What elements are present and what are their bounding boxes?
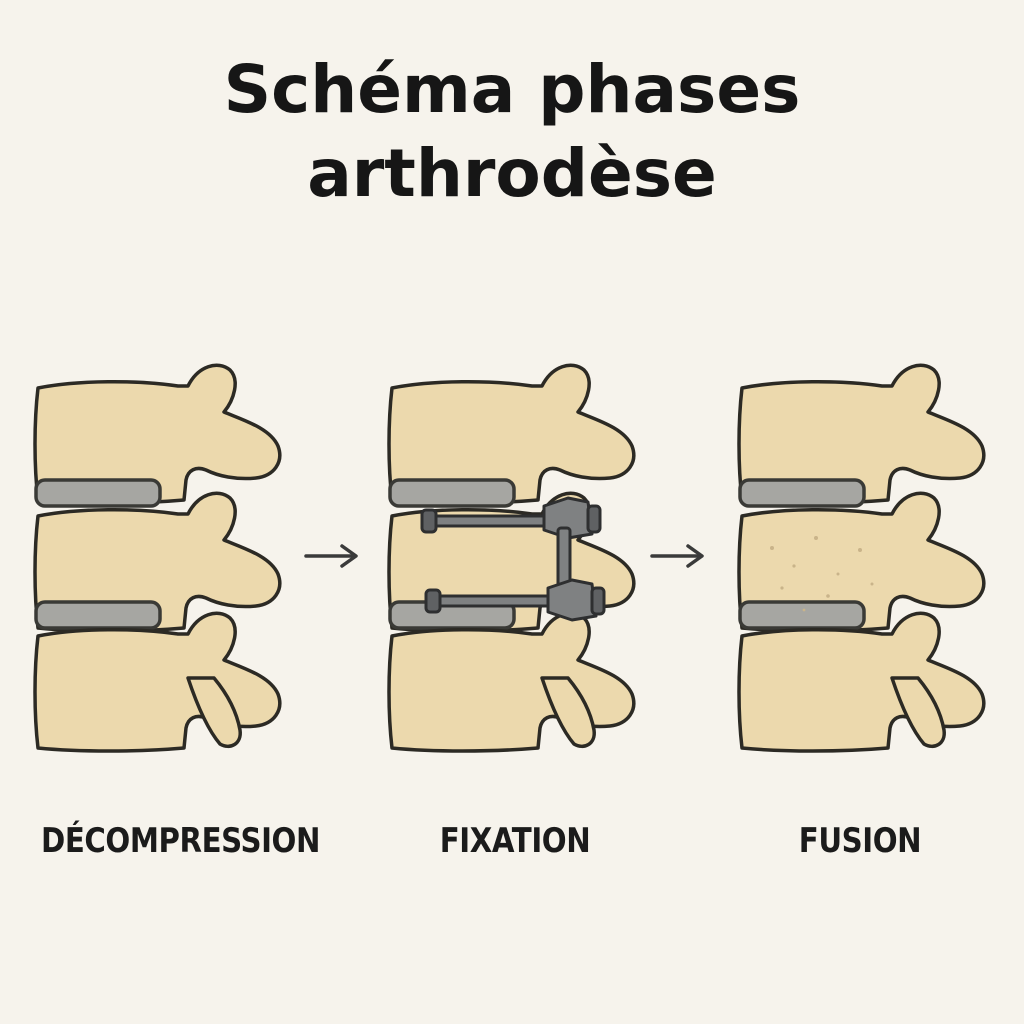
vertebra-lower: [387, 611, 636, 753]
phase-label-fixation: FIXATION: [439, 821, 591, 861]
spine-decompression: [33, 363, 282, 753]
arrow-right-icon: [304, 544, 358, 568]
fusion-bone-graft: [770, 536, 874, 612]
disc-lower: [738, 600, 866, 630]
spine-fixation: [387, 363, 636, 753]
title-line-1: Schéma phases: [223, 51, 801, 128]
phase-label-decompression: DÉCOMPRESSION: [41, 821, 321, 861]
pedicle-screw-lower: [424, 578, 606, 622]
spine-fusion: [737, 363, 986, 753]
diagram-title: Schéma phases arthrodèse: [0, 48, 1024, 216]
vertebra-lower: [737, 611, 986, 753]
disc-upper: [34, 478, 162, 508]
pedicle-screw-upper: [420, 496, 602, 540]
title-line-2: arthrodèse: [307, 135, 717, 212]
disc-upper: [738, 478, 866, 508]
disc-lower: [34, 600, 162, 630]
vertebra-lower: [33, 611, 282, 753]
phase-label-fusion: FUSION: [798, 821, 922, 861]
arrow-right-icon: [650, 544, 704, 568]
disc-upper: [388, 478, 516, 508]
